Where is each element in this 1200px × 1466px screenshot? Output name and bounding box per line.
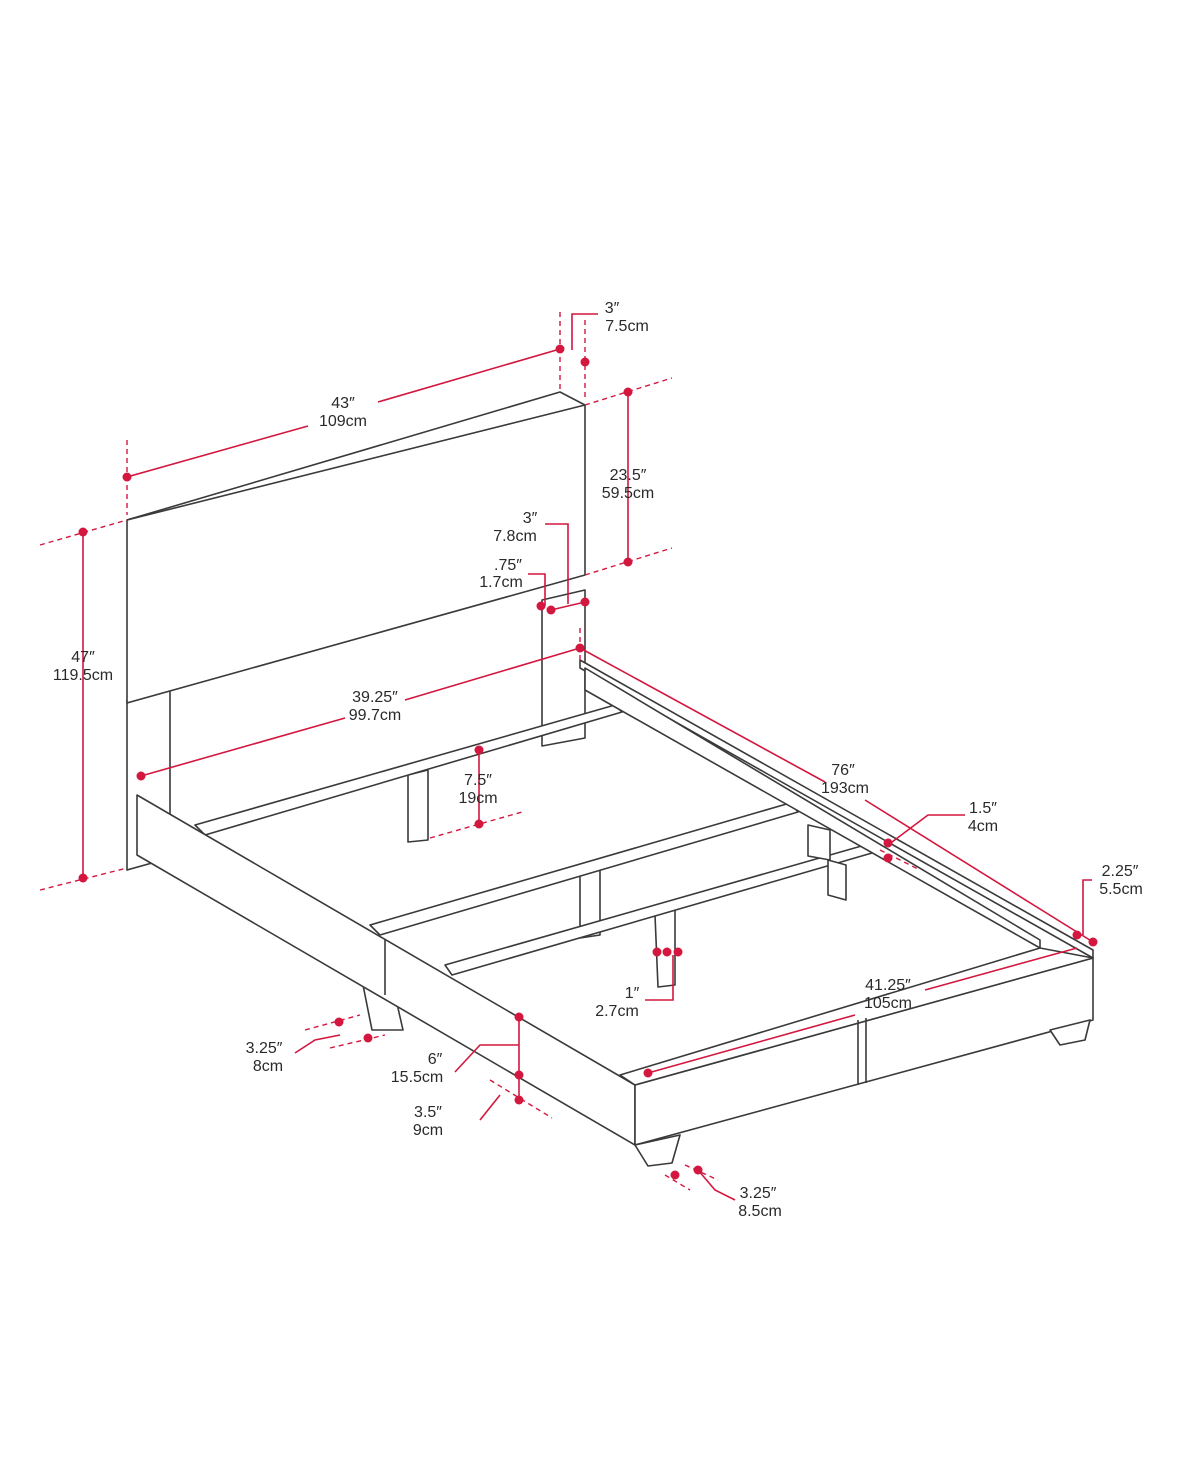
headboard-depth-in: 3″ xyxy=(605,300,620,317)
headboard-right-post xyxy=(541,589,586,747)
left-rail xyxy=(136,794,636,1146)
footboard-top xyxy=(619,947,1094,1086)
inner-width-cm: 99.7cm xyxy=(349,707,401,724)
rail-thickness-cm: 5.5cm xyxy=(1099,881,1143,898)
headboard-width-cm: 109cm xyxy=(319,413,367,430)
front-leg-width-cm: 8.5cm xyxy=(738,1203,782,1220)
post-width-cm: 7.8cm xyxy=(493,528,537,545)
center-leg-width-in: 1″ xyxy=(625,985,640,1002)
clearance-in: 3.5″ xyxy=(414,1104,442,1121)
total-height-cm: 119.5cm xyxy=(53,667,113,684)
center-leg-height-cm: 19cm xyxy=(458,790,497,807)
back-leg-width-cm: 8cm xyxy=(253,1058,283,1075)
rail-lip-cm: 4cm xyxy=(968,818,998,835)
center-leg-width-cm: 2.7cm xyxy=(595,1003,639,1020)
headboard-depth-cm: 7.5cm xyxy=(605,318,649,335)
center-leg-height-in: 7.5″ xyxy=(464,772,492,789)
front-left-leg xyxy=(634,1134,681,1167)
rail-bracket xyxy=(807,824,831,861)
footboard-width-cm: 105cm xyxy=(864,995,912,1012)
clearance-cm: 9cm xyxy=(413,1122,443,1139)
panel-height-cm: 59.5cm xyxy=(602,485,654,502)
front-right-leg xyxy=(1049,1019,1091,1046)
rail-height-in: 6″ xyxy=(428,1051,443,1068)
dimension-labels: 43″ 109cm 3″ 7.5cm 23.5″ 59.5cm 3″ 7.8cm… xyxy=(53,300,1143,1220)
inner-width-in: 39.25″ xyxy=(352,689,398,706)
slat-1 xyxy=(194,704,623,836)
post-width-in: 3″ xyxy=(523,510,538,527)
length-cm: 193cm xyxy=(821,780,869,797)
headboard-width-in: 43″ xyxy=(331,395,355,412)
post-gap-cm: 1.7cm xyxy=(479,574,523,591)
rail-height-cm: 15.5cm xyxy=(391,1069,443,1086)
right-rail-leg xyxy=(827,859,847,901)
total-height-in: 47″ xyxy=(71,649,95,666)
rail-lip-in: 1.5″ xyxy=(969,800,997,817)
bed-drawing xyxy=(126,391,1094,1167)
back-leg-width-in: 3.25″ xyxy=(246,1040,283,1057)
center-leg-back xyxy=(407,769,429,843)
length-in: 76″ xyxy=(831,762,855,779)
rail-thickness-in: 2.25″ xyxy=(1102,863,1139,880)
slat-2 xyxy=(369,802,799,936)
headboard-panel xyxy=(126,391,586,704)
front-leg-width-in: 3.25″ xyxy=(740,1185,777,1202)
dimension-points xyxy=(78,344,1098,1180)
footboard-width-in: 41.25″ xyxy=(865,977,911,994)
panel-height-in: 23.5″ xyxy=(610,467,647,484)
post-gap-in: .75″ xyxy=(494,557,522,574)
